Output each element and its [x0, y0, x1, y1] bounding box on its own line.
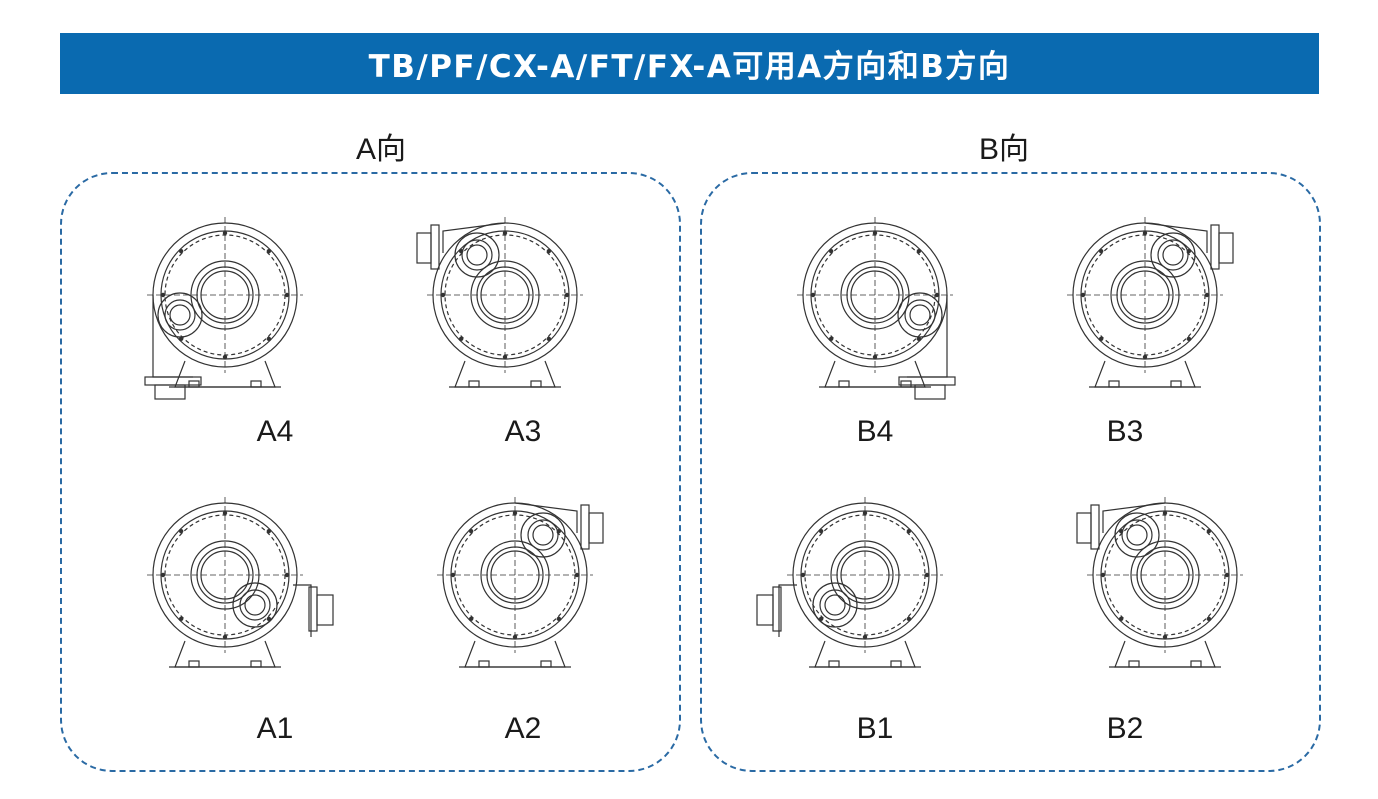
fan-stand: [1109, 640, 1221, 668]
fan-drawing-a2: [437, 497, 604, 668]
fan-motor: [454, 232, 500, 278]
fan-stand: [1089, 360, 1201, 388]
fan-motor: [1150, 232, 1196, 278]
fan-outlet: [416, 222, 506, 270]
caption-b1: B1: [856, 712, 894, 745]
fan-housing: [1067, 217, 1223, 373]
fan-housing: [1087, 497, 1243, 653]
caption-b3: B3: [1106, 415, 1144, 448]
fan-housing: [787, 497, 943, 653]
group-a-panel: [60, 172, 681, 772]
caption-b4: B4: [856, 415, 894, 448]
fan-drawing-b3: [1067, 217, 1234, 388]
fan-outlet: [514, 502, 604, 550]
fan-diagram-b4: [770, 195, 980, 400]
fan-stand: [449, 360, 561, 388]
fan-outlet: [293, 584, 334, 637]
fan-stand: [819, 360, 931, 388]
fan-motor: [232, 582, 278, 628]
fan-motor: [897, 292, 943, 338]
fan-motor: [812, 582, 858, 628]
fan-diagram-a1: [120, 475, 334, 675]
fan-drawing-a3: [416, 217, 583, 388]
fan-diagram-b1: [756, 475, 970, 675]
header-banner: TB/PF/CX-A/FT/FX-A可用A方向和B方向: [60, 33, 1319, 94]
fan-stand: [459, 640, 571, 668]
caption-b2: B2: [1106, 712, 1144, 745]
fan-housing: [427, 217, 583, 373]
fan-housing: [437, 497, 593, 653]
fan-outlet: [144, 295, 202, 400]
fan-housing: [147, 217, 303, 373]
fan-stand: [809, 640, 921, 668]
group-b-title: B向: [978, 133, 1029, 166]
fan-motor: [520, 512, 566, 558]
fan-diagram-a4: [120, 195, 330, 400]
fan-housing: [147, 497, 303, 653]
fan-drawing-a1: [147, 497, 334, 668]
fan-stand: [169, 640, 281, 668]
fan-outlet: [756, 584, 797, 637]
fan-diagram-a2: [410, 475, 620, 675]
fan-diagram-b2: [1060, 475, 1270, 675]
fan-motor: [157, 292, 203, 338]
fan-drawing-b2: [1076, 497, 1243, 668]
fan-stand: [169, 360, 281, 388]
fan-motor: [1114, 512, 1160, 558]
caption-a4: A4: [256, 415, 294, 448]
group-a-title: A向: [355, 133, 406, 166]
fan-diagram-b3: [1040, 195, 1250, 395]
fan-drawing-a4: [144, 217, 303, 400]
caption-a2: A2: [504, 712, 542, 745]
fan-diagram-a3: [400, 195, 610, 395]
fan-drawing-b1: [756, 497, 943, 668]
fan-outlet: [1076, 502, 1166, 550]
fan-outlet: [1144, 222, 1234, 270]
group-b-panel: [700, 172, 1321, 772]
header-title: TB/PF/CX-A/FT/FX-A可用A方向和B方向: [368, 49, 1011, 85]
caption-a3: A3: [504, 415, 542, 448]
caption-a1: A1: [256, 712, 294, 745]
fan-outlet: [898, 295, 956, 400]
fan-drawing-b4: [797, 217, 956, 400]
